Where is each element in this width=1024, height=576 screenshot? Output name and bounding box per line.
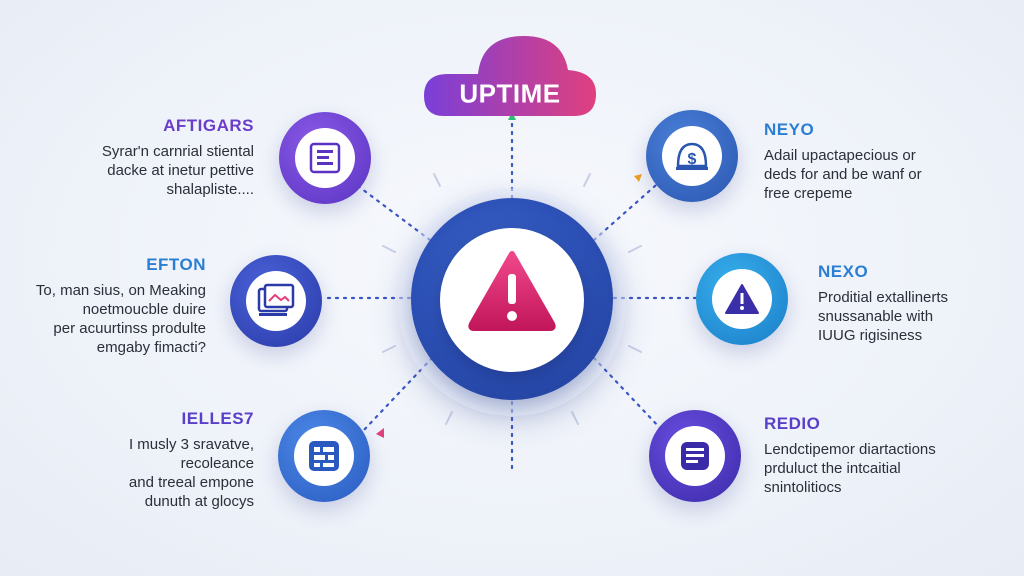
cloud-shape [424, 36, 596, 116]
node-right-mid-inner [712, 269, 772, 329]
block-right-mid-line-2: snussanable with [818, 308, 934, 325]
gallery-icon [257, 283, 295, 316]
arrow-right-top [634, 174, 642, 182]
node-right-top[interactable]: $ [646, 110, 738, 202]
block-right-top-line-3: free crepeme [764, 185, 853, 202]
block-left-bot-heading: IELLES7 [181, 409, 254, 428]
connector-left-top [356, 184, 432, 242]
node-left-bot[interactable] [278, 410, 370, 502]
block-left-mid-line-1: To, man sius, on Meaking [35, 282, 206, 299]
node-left-top[interactable] [279, 112, 371, 204]
block-right-bot-line-2: prduluct the intcaitial [764, 460, 901, 477]
document-icon [309, 142, 341, 174]
svg-text:$: $ [688, 151, 697, 168]
arrow-left-bot [376, 428, 384, 438]
node-right-mid[interactable] [696, 253, 788, 345]
node-left-top-inner [295, 128, 355, 188]
block-right-bot-heading: REDIO [764, 414, 821, 433]
diagram-title: UPTIME [459, 78, 561, 109]
node-right-bot-inner [665, 426, 725, 486]
node-left-mid[interactable] [230, 255, 322, 347]
block-left-top-line-1: Syrar'n carnrial stiental [101, 143, 254, 160]
block-left-top-line-2: dacke at inetur pettive [107, 162, 254, 179]
block-left-top: AFTIGARS Syrar'n carnrial stiental dacke… [24, 116, 254, 199]
block-right-bot-line-1: Lendctipemor diartactions [764, 441, 936, 458]
node-left-mid-inner [246, 271, 306, 331]
block-left-top-line-3: shalapliste.... [166, 181, 254, 198]
hub-core [440, 228, 584, 372]
block-left-mid-heading: EFTON [146, 255, 206, 274]
block-right-top-heading: NEYO [764, 120, 815, 139]
block-left-mid-line-4: emgaby fimacti? [96, 339, 206, 356]
dollar-icon: $ [676, 142, 708, 170]
grid-icon [309, 441, 339, 471]
block-right-mid-line-1: Proditial extallinerts [818, 289, 949, 306]
block-right-mid-heading: NEXO [818, 262, 869, 281]
node-right-bot[interactable] [649, 410, 741, 502]
block-right-mid-line-3: IUUG rigisiness [818, 327, 923, 344]
stack-icon [681, 442, 709, 470]
block-left-bot-line-2: recoleance [180, 455, 254, 472]
node-left-bot-inner [294, 426, 354, 486]
node-right-top-inner: $ [662, 126, 722, 186]
block-right-bot-line-3: snintolitiocs [764, 479, 842, 496]
block-right-top-line-2: deds for and be wanf or [764, 166, 922, 183]
block-left-bot-line-3: and treeal empone [128, 474, 254, 491]
block-left-mid-line-3: per acuurtinss produlte [53, 320, 206, 337]
block-right-top: NEYO Adail upactapecious or deds for and… [764, 120, 994, 203]
block-right-top-line-1: Adail upactapecious or [764, 147, 916, 164]
block-left-bot-line-4: dunuth at glocys [144, 493, 254, 510]
block-right-mid: NEXO Proditial extallinerts snussanable … [818, 262, 1024, 345]
connector-right-top [592, 176, 666, 242]
title-cloud: UPTIME [422, 30, 598, 118]
block-left-mid-line-2: noetmoucble duire [82, 301, 206, 318]
block-left-bot-line-1: I musly 3 sravatve, [128, 436, 254, 453]
block-left-top-heading: AFTIGARS [163, 116, 254, 135]
block-left-mid: EFTON To, man sius, on Meaking noetmoucb… [0, 255, 206, 357]
warning-triangle-icon [468, 251, 556, 331]
block-right-bot: REDIO Lendctipemor diartactions prduluct… [764, 414, 994, 497]
block-left-bot: IELLES7 I musly 3 sravatve, recoleance a… [24, 409, 254, 511]
alert-triangle-icon [725, 284, 759, 314]
